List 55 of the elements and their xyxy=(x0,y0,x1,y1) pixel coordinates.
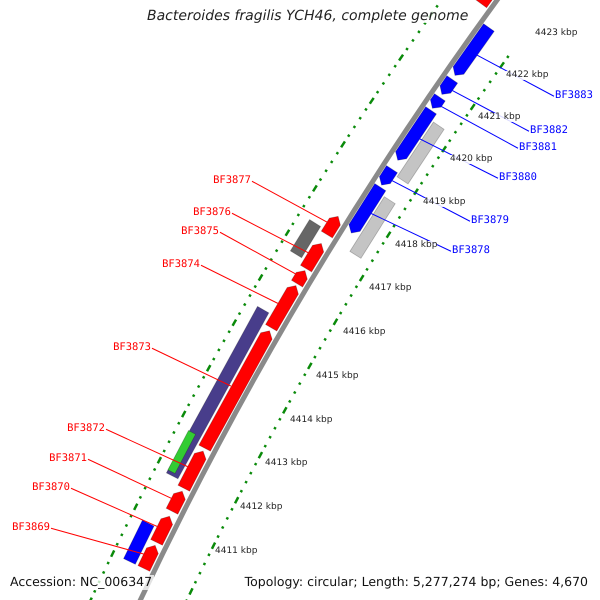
leader-line xyxy=(50,528,144,555)
position-label: 4413 kbp xyxy=(265,459,308,468)
position-label: 4418 kbp xyxy=(395,241,438,250)
gene-block xyxy=(265,285,299,332)
gene-label: BF3882 xyxy=(529,124,569,136)
leader-line xyxy=(88,458,172,499)
gene-block xyxy=(395,106,437,161)
leader-line xyxy=(441,106,518,149)
genome-info-text: Topology: circular; Length: 5,277,274 bp; Genes: 4,670 xyxy=(242,575,590,590)
leader-line xyxy=(152,348,232,386)
gene-block xyxy=(137,544,159,572)
gene-block xyxy=(290,270,308,288)
gene-block xyxy=(166,490,186,515)
gene-block xyxy=(452,23,495,76)
position-label: 4420 kbp xyxy=(450,155,492,164)
gene-label: BF3880 xyxy=(498,171,538,184)
gene-label: BF3871 xyxy=(48,452,88,464)
gene-label: BF3875 xyxy=(180,225,220,238)
gene-label: BF3869 xyxy=(11,521,51,534)
gene-label: BF3873 xyxy=(112,341,152,354)
gene-block xyxy=(440,75,458,95)
position-label: 4419 kbp xyxy=(423,198,466,207)
leader-line xyxy=(70,488,158,527)
gene-label: BF3870 xyxy=(31,481,71,494)
gene-label: BF3878 xyxy=(451,244,491,256)
gene-label: BF3872 xyxy=(66,422,106,434)
position-label: 4416 kbp xyxy=(343,328,386,337)
gene-label: BF3877 xyxy=(212,174,252,186)
leader-line xyxy=(220,232,296,274)
position-label: 4415 kbp xyxy=(316,372,358,381)
gene-label: BF3874 xyxy=(161,258,201,270)
leader-line xyxy=(106,428,188,468)
position-label: 4423 kbp xyxy=(535,29,578,38)
gene-block xyxy=(177,450,206,492)
gene-label: BF3876 xyxy=(192,206,232,218)
position-label: 4421 kbp xyxy=(478,113,520,122)
leader-line xyxy=(370,213,452,252)
leader-line xyxy=(252,180,328,223)
position-label: 4422 kbp xyxy=(506,71,548,80)
gene-block xyxy=(430,93,446,109)
gene-label: BF3879 xyxy=(470,214,510,226)
leader-line xyxy=(232,212,309,254)
gene-label: BF3881 xyxy=(518,141,558,154)
gene-block xyxy=(198,330,273,452)
gene-label: BF3883 xyxy=(554,89,594,102)
title: Bacteroides fragilis YCH46, complete genome xyxy=(145,9,470,23)
gene-block xyxy=(150,516,174,546)
position-label: 4414 kbp xyxy=(290,416,332,425)
accession-text: Accession: NC_006347 xyxy=(8,575,154,590)
position-label: 4412 kbp xyxy=(240,503,282,512)
gene-block xyxy=(348,183,386,234)
gene-block xyxy=(300,243,324,272)
position-label: 4417 kbp xyxy=(369,284,412,293)
leader-line xyxy=(200,264,278,304)
position-label: 4411 kbp xyxy=(215,547,258,556)
